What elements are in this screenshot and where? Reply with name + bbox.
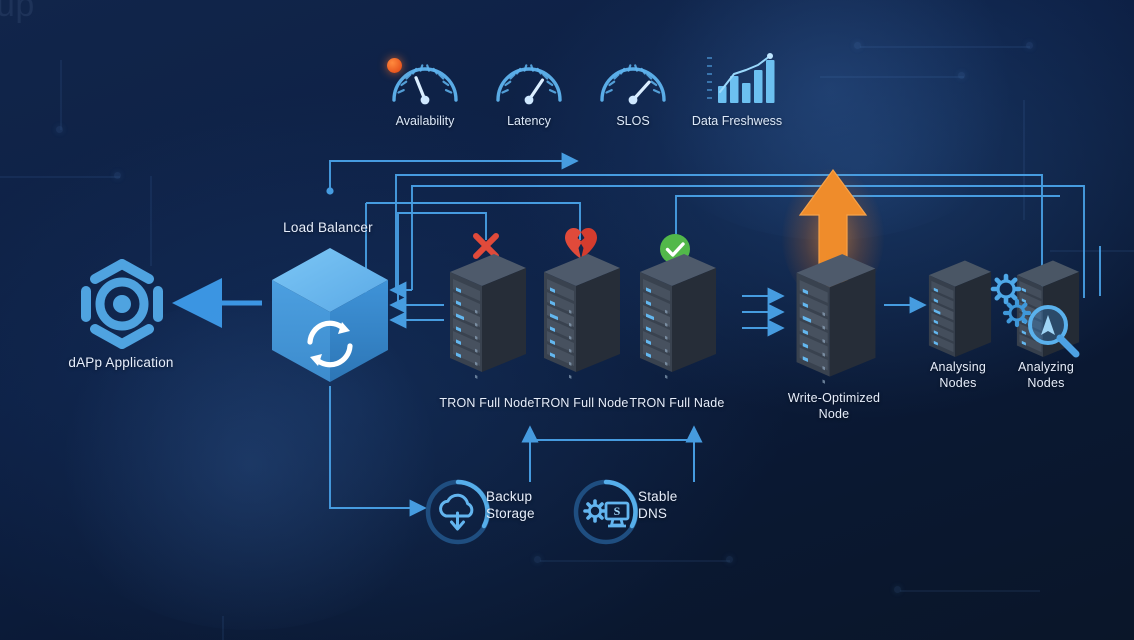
gauge-icon — [392, 64, 458, 105]
kpi-label: Latency — [507, 114, 551, 128]
write-optimized-node-label: Write-Optimized Node — [787, 391, 881, 421]
alert-badge-icon — [387, 58, 402, 73]
status-badge-degraded — [562, 224, 600, 267]
backup-storage-label: Backup Storage — [486, 489, 535, 521]
gear-monitor-icon: S — [583, 499, 630, 528]
analysis-gears — [984, 272, 1040, 335]
server-rack-icon — [544, 254, 620, 379]
tron-full-node-1-label: TRON Full Node — [439, 396, 535, 410]
gear-icon — [990, 273, 1022, 305]
analysis-magnifier — [1022, 300, 1084, 367]
gear-icon — [1002, 298, 1032, 328]
stable-dns-service[interactable]: S — [570, 476, 642, 553]
sync-cube-icon — [272, 248, 388, 382]
status-badge-failed — [470, 230, 502, 267]
gauge-icon — [496, 64, 562, 105]
server-rack-icon — [928, 260, 992, 357]
load-balancer-label: Load Balancer — [283, 220, 373, 235]
kpi-label: SLOS — [616, 114, 650, 128]
bar-chart-icon — [707, 53, 775, 103]
load-balancer-node[interactable] — [268, 246, 388, 384]
magnifier-icon — [1028, 305, 1080, 358]
kpi-data-freshness[interactable]: Data Freshwess — [692, 52, 782, 128]
tron-full-node-2-label: TRON Full Node — [533, 396, 629, 410]
analysing-nodes-label: Analysing Nodes — [930, 360, 986, 390]
kpi-metrics-row: Availability — [386, 52, 782, 128]
red-x-icon — [473, 233, 499, 259]
tron-full-node-2[interactable] — [538, 252, 626, 387]
kpi-label: Data Freshwess — [691, 114, 783, 128]
tron-full-node-3[interactable] — [634, 252, 722, 387]
broken-heart-icon — [565, 228, 597, 259]
write-optimized-node[interactable] — [790, 252, 882, 392]
tron-full-node-3-label: TRON Full Nade — [629, 396, 725, 410]
kpi-latency[interactable]: Latency — [490, 52, 568, 128]
analyzing-nodes-label: Analyzing Nodes — [1018, 360, 1074, 390]
tron-full-node-1[interactable] — [444, 252, 532, 387]
server-rack-icon — [796, 254, 876, 384]
gauge-icon — [600, 64, 666, 105]
dapp-application-label: dAPp Application — [68, 355, 174, 370]
kpi-slos[interactable]: SLOS — [594, 52, 672, 128]
backup-storage-service[interactable] — [422, 476, 494, 553]
stable-dns-label: Stable DNS — [638, 489, 678, 521]
server-rack-icon — [640, 254, 716, 379]
hexagon-target-icon — [81, 259, 163, 349]
cloud-download-icon — [439, 493, 474, 531]
kpi-label: Availability — [395, 114, 455, 128]
dapp-application-node[interactable] — [76, 258, 168, 355]
svg-text:S: S — [614, 504, 621, 518]
kpi-availability[interactable]: Availability — [386, 52, 464, 128]
analysing-nodes[interactable] — [924, 258, 996, 371]
server-rack-icon — [450, 254, 526, 379]
